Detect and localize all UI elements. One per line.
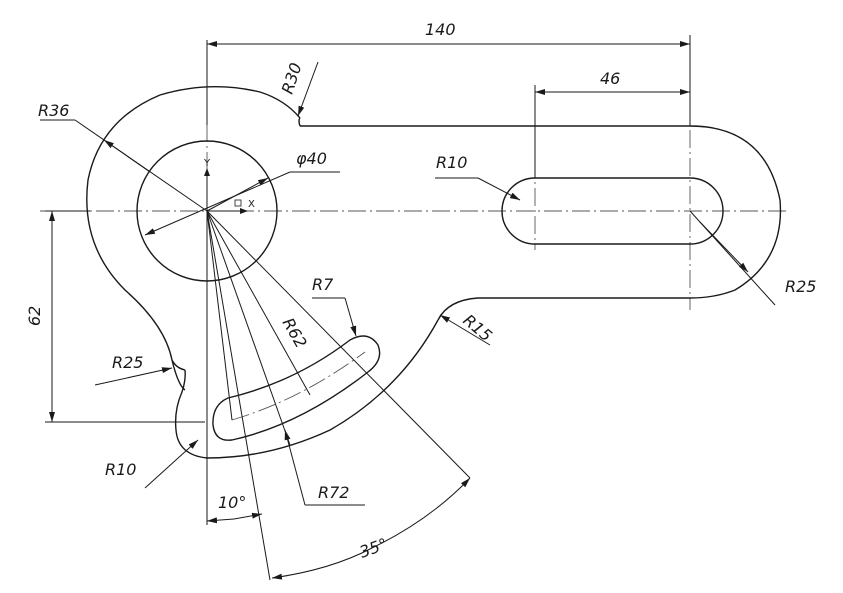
dim-r72: R72	[284, 429, 365, 506]
dim-r36-label: R36	[38, 101, 69, 120]
dim-r36: R36	[38, 101, 208, 212]
dim-r30: R30	[278, 60, 319, 117]
dim-angle-35-label: 35°	[357, 534, 390, 562]
dim-angle-10-label: 10°	[218, 493, 246, 512]
dim-46-label: 46	[600, 69, 620, 88]
dim-r15-label: R15	[459, 311, 495, 346]
axis-y-label: Y	[203, 158, 211, 169]
dim-r62-label: R62	[279, 315, 311, 352]
dim-r10-slot-label: R10	[436, 153, 467, 172]
dim-r15: R15	[439, 311, 496, 346]
dim-r30-label: R30	[278, 60, 306, 96]
dim-r10-bottom-label: R10	[105, 460, 136, 479]
radial-lines	[206, 210, 471, 581]
dim-46: 46	[534, 69, 691, 178]
right-slot	[501, 177, 724, 245]
dim-r10-bottom: R10	[105, 439, 199, 489]
dim-140-label: 140	[425, 20, 456, 39]
dim-r7: R7	[312, 275, 357, 337]
dim-r25-right: R25	[689, 210, 816, 306]
dim-phi40: φ40	[144, 149, 340, 236]
axis-indicator: Y X	[203, 158, 255, 214]
axis-x-label: X	[248, 199, 255, 210]
dim-62: 62	[25, 210, 205, 423]
arc-slot	[212, 335, 381, 441]
dim-r62: R62	[279, 315, 311, 352]
dim-r7-label: R7	[312, 275, 334, 294]
dim-r25-left-label: R25	[112, 353, 143, 372]
dim-phi40-label: φ40	[296, 149, 327, 168]
dim-r10-slot: R10	[435, 153, 521, 201]
dim-62-label: 62	[25, 306, 44, 326]
dim-r72-label: R72	[318, 483, 349, 502]
part-outline	[86, 85, 782, 459]
dim-r25-right-label: R25	[785, 277, 816, 296]
dim-r25-left: R25	[94, 353, 173, 386]
dim-angle-10: 10°	[206, 493, 263, 524]
